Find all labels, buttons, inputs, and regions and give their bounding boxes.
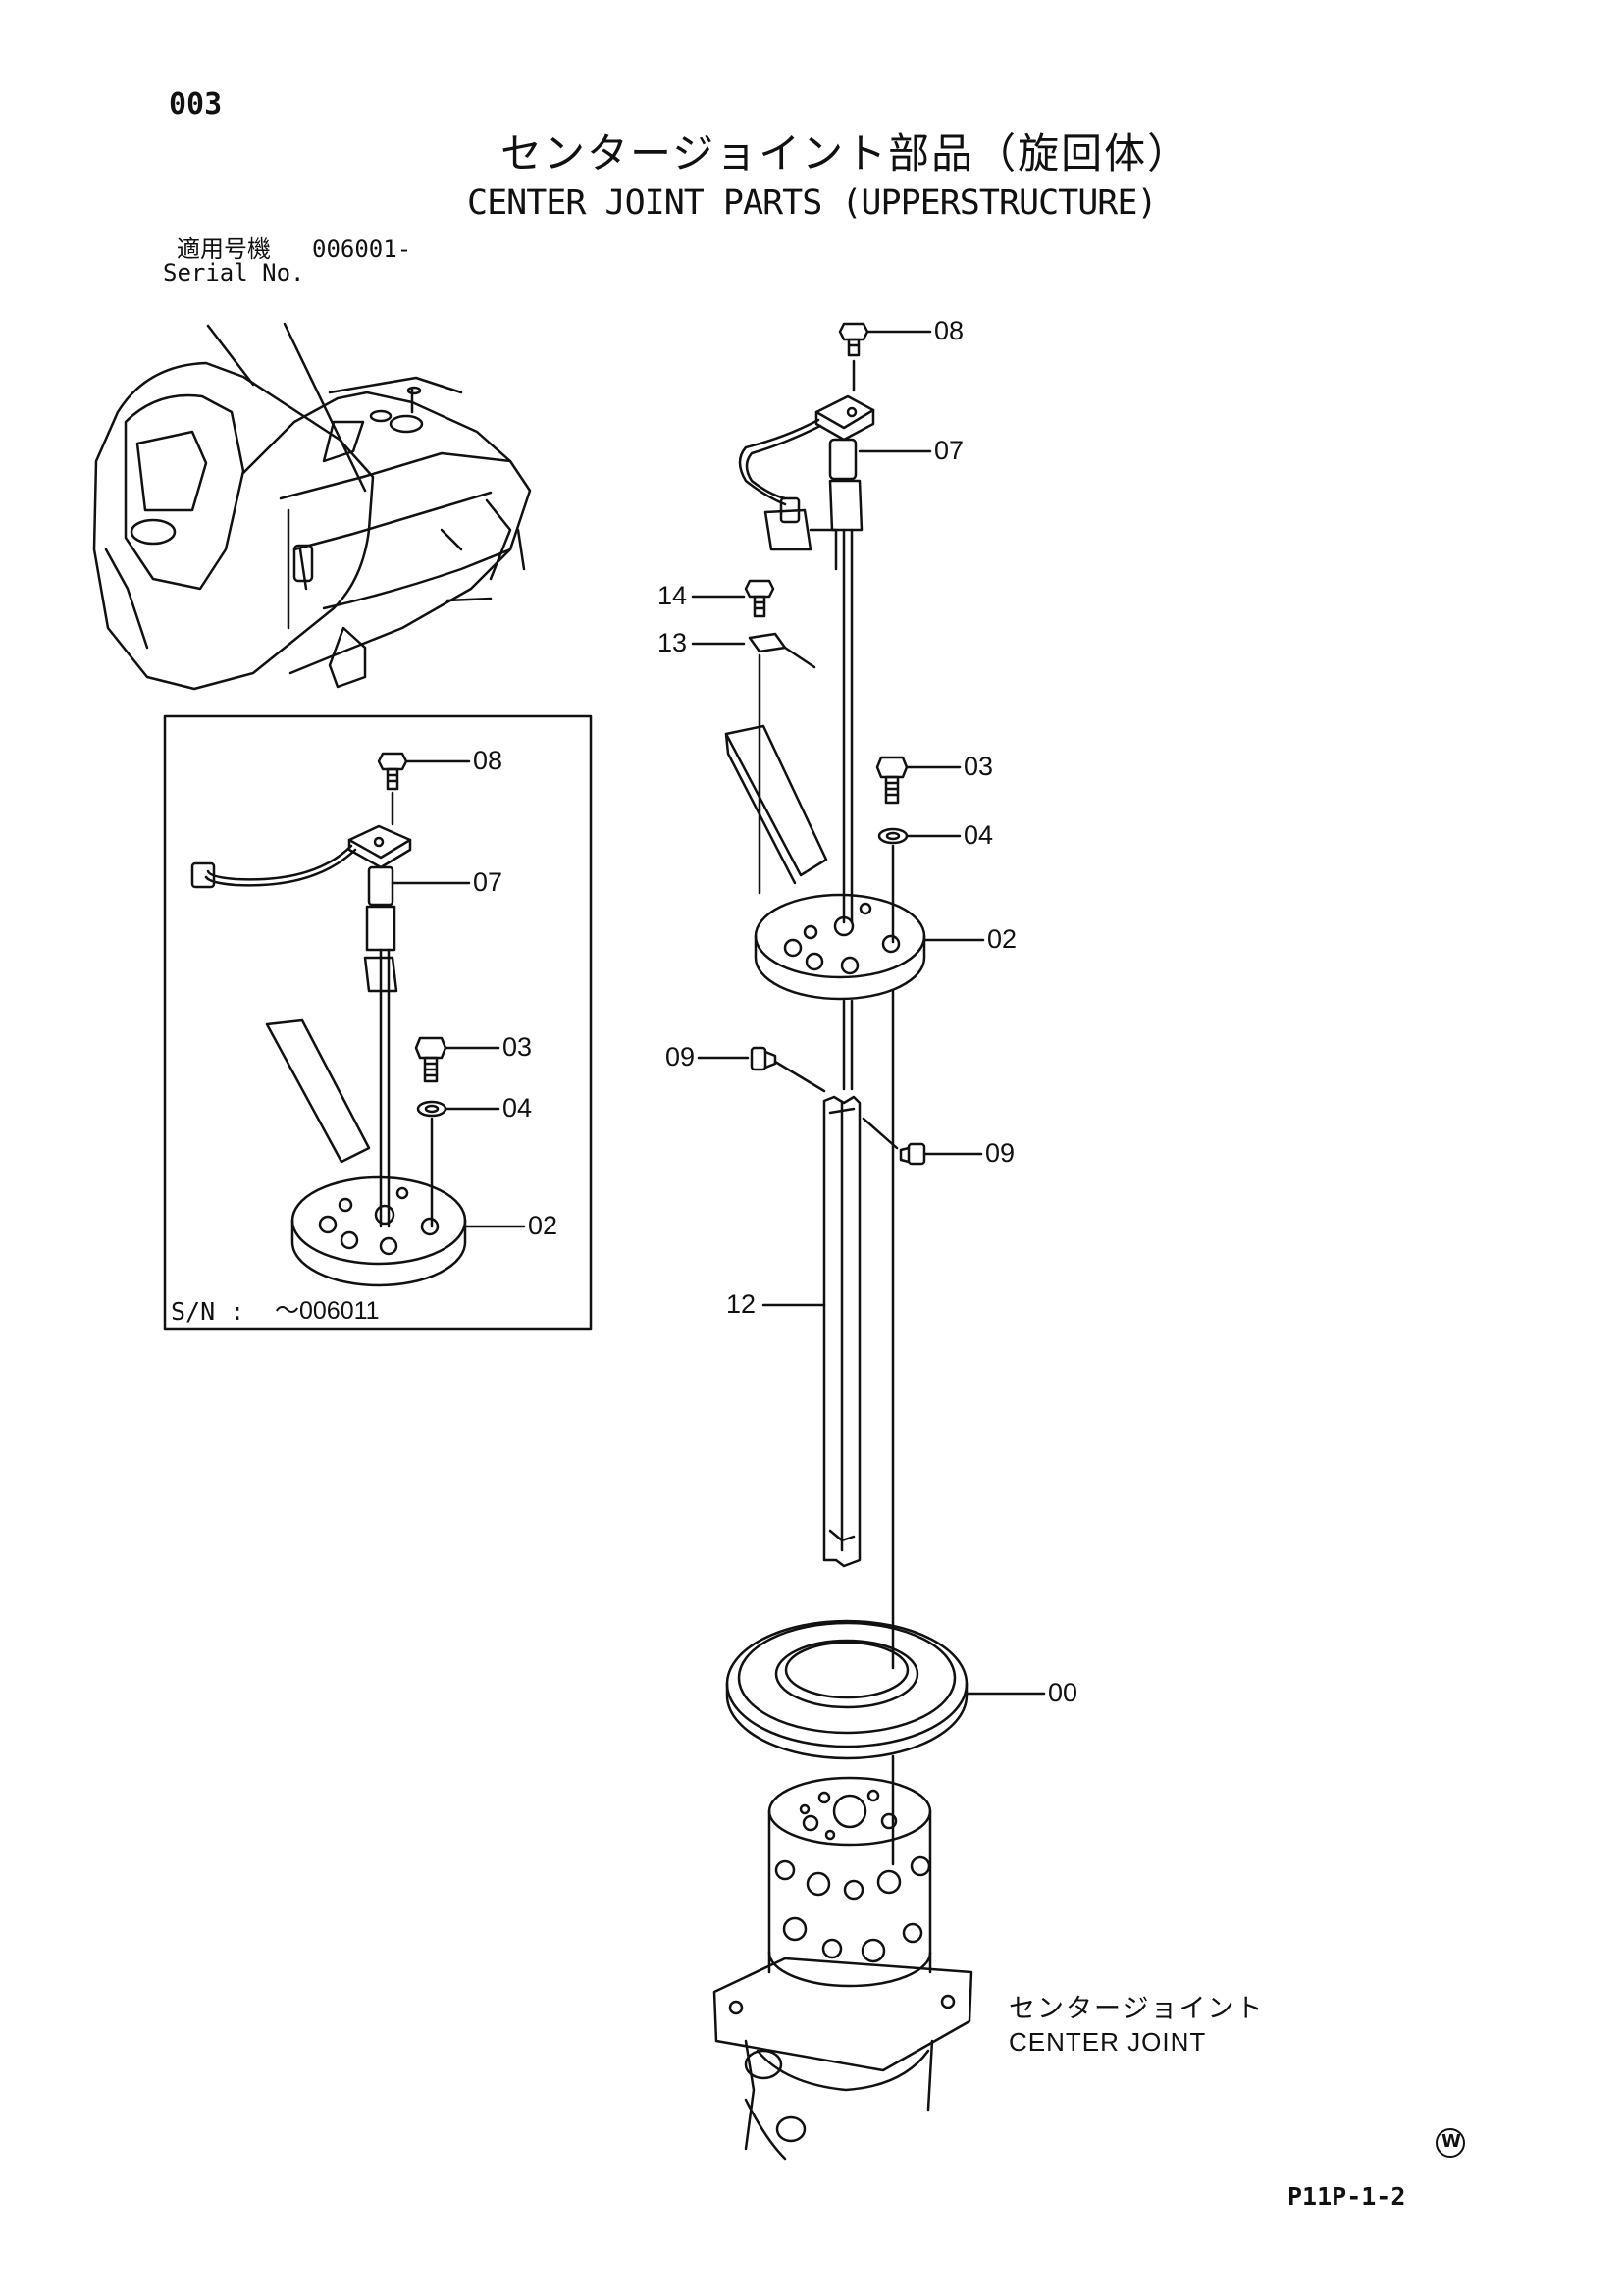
serial-label-en: Serial No.: [163, 259, 305, 287]
excavator-illustration: [92, 322, 532, 691]
main-bolt-08: [838, 322, 932, 392]
center-joint-label-en: CENTER JOINT: [1009, 2027, 1207, 2057]
inset-callout-04: 04: [502, 1093, 533, 1122]
main-callout-04: 04: [964, 820, 994, 850]
main-callout-02: 02: [987, 924, 1018, 954]
inset-callout-07: 07: [473, 867, 503, 897]
main-center-joint: [712, 1754, 973, 2161]
main-callout-03: 03: [964, 752, 994, 781]
inset-callout-08: 08: [473, 746, 503, 775]
main-callout-09-left: 09: [665, 1042, 696, 1071]
serial-label-jp: 適用号機: [177, 235, 271, 263]
page-number: 003: [169, 87, 223, 122]
inset-bolt-03: [414, 1036, 500, 1228]
inset-bolt-08: [377, 752, 471, 826]
main-callout-14: 14: [657, 581, 688, 610]
main-callout-00: 00: [1048, 1678, 1078, 1707]
main-bolt-03: [875, 756, 962, 944]
main-callout-13: 13: [657, 628, 688, 657]
main-arm: [724, 724, 828, 885]
main-callout-09-right: 09: [985, 1138, 1016, 1168]
serial-value: 006001-: [312, 235, 412, 263]
inset-arm: [265, 1018, 371, 1164]
inset-callout-02: 02: [528, 1211, 558, 1240]
inset-callout-03: 03: [502, 1032, 533, 1062]
center-joint-label-jp: センタージョイント: [1009, 1994, 1265, 2024]
page-title-en: CENTER JOINT PARTS (UPPERSTRUCTURE): [467, 183, 1158, 223]
main-screws-09: [697, 1046, 983, 1166]
inset-sn-label: S/N :: [171, 1297, 245, 1326]
watermark-circle: [1436, 2128, 1465, 2158]
main-bar-12: [761, 1095, 862, 1568]
main-bolt-14: [691, 579, 816, 895]
watermark-icon: W: [1441, 2131, 1461, 2152]
main-callout-07: 07: [934, 436, 965, 465]
inset-frame: [163, 714, 593, 1331]
inset-sensor-07: [190, 824, 471, 1228]
main-disc-02: [754, 893, 985, 1670]
page-title-jp: センタージョイント部品（旋回体）: [500, 130, 1191, 178]
main-callout-12: 12: [726, 1289, 757, 1319]
main-callout-08: 08: [934, 316, 965, 345]
inset-disc-02: [290, 1175, 526, 1287]
main-seal-00: [725, 1619, 1046, 1760]
inset-sn-value: ～006011: [275, 1297, 380, 1325]
main-sensor-07: [738, 394, 932, 924]
footer-page-code: P11P-1-2: [1287, 2182, 1406, 2211]
